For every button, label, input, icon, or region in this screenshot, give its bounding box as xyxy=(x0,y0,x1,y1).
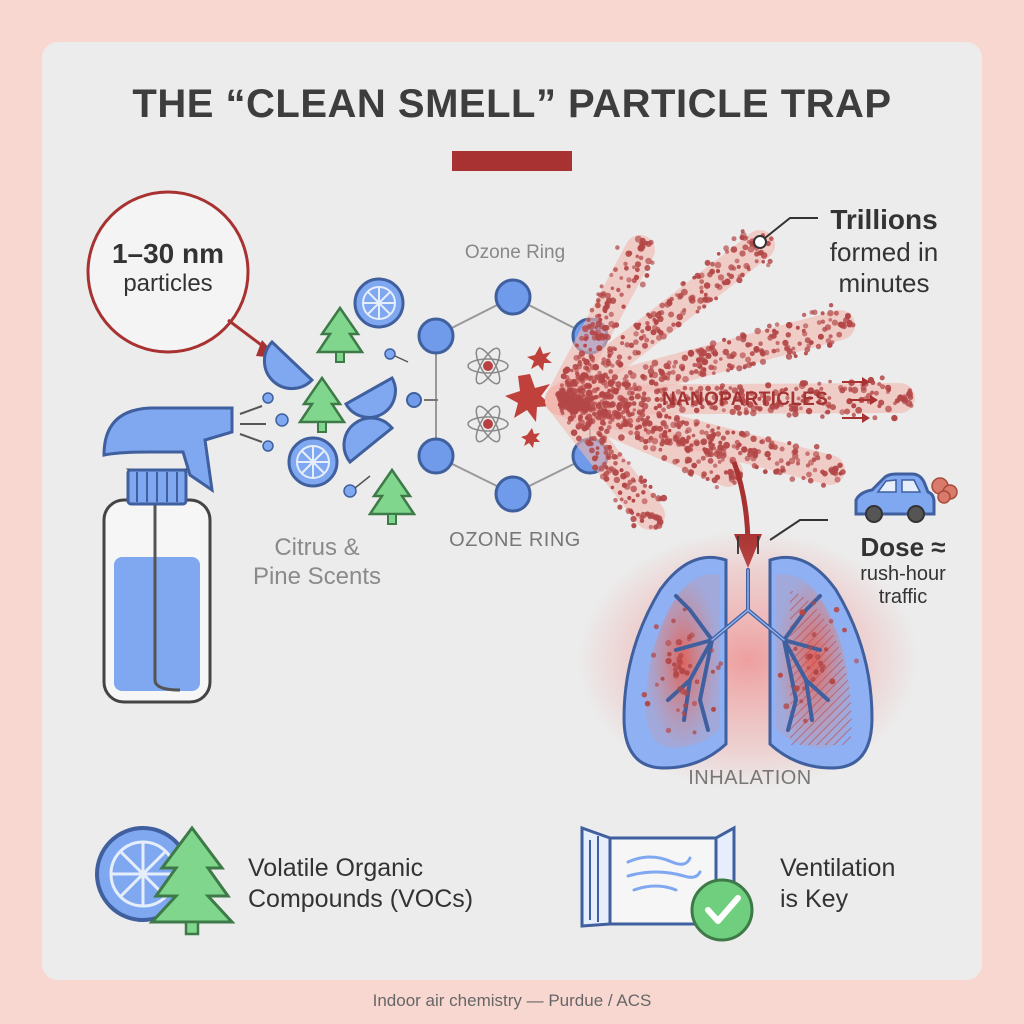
pine-tree-icon xyxy=(297,305,417,525)
check-icon xyxy=(690,878,754,942)
dose-line-3: traffic xyxy=(878,585,928,608)
trillions-line-2: formed in xyxy=(829,236,939,267)
open-window-icon xyxy=(580,825,754,942)
trillions-line-1: Trillions xyxy=(830,204,938,235)
trillions-leader xyxy=(753,217,818,249)
dose-line-1: Dose ≈ xyxy=(860,532,946,562)
vocs-label: Volatile Organic Compounds (VOCs) xyxy=(248,853,473,916)
lungs-icon xyxy=(578,530,918,790)
scents-line-2: Pine Scents xyxy=(252,562,382,590)
citrus-slice-icon xyxy=(262,277,405,488)
voc-icon xyxy=(95,825,236,936)
vocs-line-2: Compounds (VOCs) xyxy=(248,885,474,914)
particle-size-value: 1–30 nm xyxy=(111,238,225,269)
spray-bottle-icon xyxy=(102,392,289,704)
ventilation-line-1: Ventilation xyxy=(780,854,896,882)
car-icon xyxy=(854,472,958,523)
vocs-line-1: Volatile Organic xyxy=(248,854,424,882)
trillions-line-3: minutes xyxy=(838,267,930,298)
ozone-ring-label-top: Ozone Ring xyxy=(464,242,566,263)
dose-line-2: rush-hour xyxy=(860,562,946,585)
size-callout xyxy=(86,190,278,358)
atom-icon xyxy=(467,347,509,443)
ventilation-label: Ventilation is Key xyxy=(780,853,895,916)
ozone-ring-label-bottom: OZONE RING xyxy=(449,529,581,551)
scents-line-1: Citrus & xyxy=(274,534,360,561)
footer-credit: Indoor air chemistry — Purdue / ACS xyxy=(372,991,652,1010)
ventilation-line-2: is Key xyxy=(780,885,849,914)
reaction-burst xyxy=(505,346,552,448)
nanoparticle-cloud xyxy=(555,229,914,530)
inhalation-label: INHALATION xyxy=(688,767,812,789)
scents-label: Citrus & Pine Scents xyxy=(232,534,402,592)
flow-arrows xyxy=(842,377,878,423)
page-title: THE “CLEAN SMELL” PARTICLE TRAP xyxy=(132,82,892,126)
particle-size-unit: particles xyxy=(123,270,213,298)
title-underline xyxy=(452,151,572,171)
particle-size-label: 1–30 nm particles xyxy=(86,238,250,298)
dose-label: Dose ≈ rush-hour traffic xyxy=(838,532,968,609)
trillions-label: Trillions formed in minutes xyxy=(814,203,954,299)
nanoparticles-label: NANOPARTICLES xyxy=(662,389,829,410)
